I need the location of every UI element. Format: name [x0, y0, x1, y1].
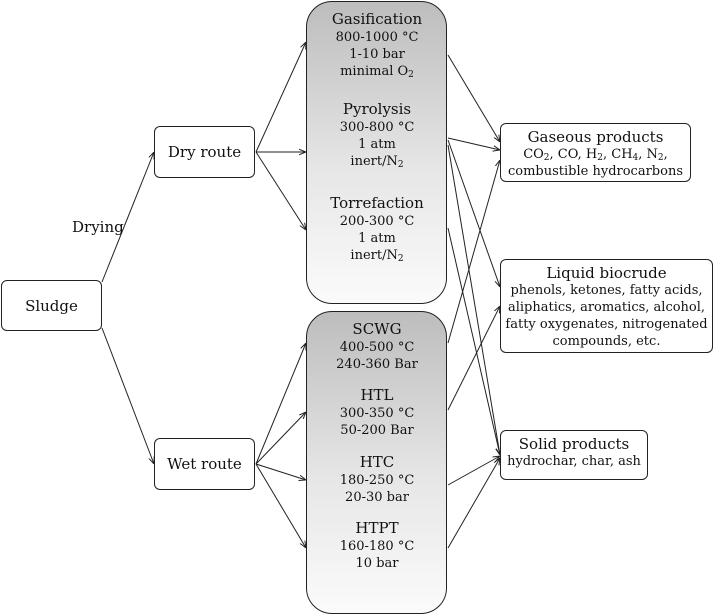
- arrow-wet-to-htpt: [255, 463, 306, 548]
- torrefaction-process: Torrefaction 200-300 °C 1 atm inert/N2: [307, 194, 447, 264]
- process-title: Gasification: [331, 10, 423, 28]
- process-temperature: 200-300 °C: [339, 214, 415, 229]
- process-title: SCWG: [352, 320, 402, 338]
- arrow-wet-to-scwg: [255, 343, 306, 465]
- drying-label: Drying: [72, 218, 124, 236]
- arrow-gasification-to-gaseous: [447, 54, 500, 142]
- liquid-biocrude-line: phenols, ketones, fatty acids,: [510, 283, 703, 298]
- arrow-sludge-to-wet-route: [101, 327, 154, 464]
- process-title: Pyrolysis: [342, 100, 412, 118]
- arrow-torrefaction-to-solid: [447, 227, 500, 455]
- dry-process-group: [306, 1, 447, 304]
- process-title: HTL: [360, 386, 394, 404]
- liquid-biocrude-line: fatty oxygenates, nitrogenated: [505, 317, 708, 332]
- process-atmosphere: inert/N2: [350, 154, 404, 170]
- arrow-pyrolysis-to-gaseous: [447, 137, 500, 150]
- process-title: HTC: [359, 453, 395, 471]
- arrow-htpt-to-solid: [447, 458, 500, 549]
- scwg-process: SCWG 400-500 °C 240-360 Bar: [307, 320, 447, 373]
- solid-products-title: Solid products: [518, 435, 630, 453]
- gaseous-products-box: Gaseous products CO2, CO, H2, CH4, N2, c…: [500, 123, 691, 182]
- process-pressure: 1 atm: [358, 231, 396, 246]
- dry-route-node: Dry route: [154, 126, 255, 178]
- arrow-dry-to-gasification: [255, 42, 306, 153]
- process-pressure: 50-200 Bar: [340, 423, 414, 438]
- arrow-dry-to-torrefaction: [255, 151, 306, 230]
- pyrolysis-process: Pyrolysis 300-800 °C 1 atm inert/N2: [307, 100, 447, 170]
- wet-route-node: Wet route: [154, 438, 255, 490]
- process-temperature: 300-350 °C: [339, 406, 415, 421]
- process-title: HTPT: [355, 519, 399, 537]
- process-temperature: 800-1000 °C: [335, 30, 419, 45]
- process-temperature: 160-180 °C: [339, 539, 415, 554]
- liquid-biocrude-line: aliphatics, aromatics, alcohol,: [507, 300, 706, 315]
- process-atmosphere: minimal O2: [340, 64, 414, 80]
- process-pressure: 240-360 Bar: [336, 357, 418, 372]
- wet-route-label: Wet route: [167, 455, 242, 473]
- arrow-htl-to-liquid: [447, 306, 500, 411]
- arrow-sludge-to-dry-route: [101, 152, 154, 283]
- wet-process-group: [306, 311, 447, 614]
- arrow-wet-to-htl: [255, 412, 306, 465]
- solid-products-box: Solid products hydrochar, char, ash: [500, 430, 648, 480]
- arrow-pyrolysis-to-liquid: [447, 139, 500, 287]
- sludge-label: Sludge: [25, 296, 78, 315]
- gasification-process: Gasification 800-1000 °C 1-10 bar minima…: [307, 10, 447, 80]
- process-temperature: 400-500 °C: [339, 340, 415, 355]
- process-atmosphere: inert/N2: [350, 248, 404, 264]
- process-pressure: 1 atm: [358, 137, 396, 152]
- liquid-biocrude-line: compounds, etc.: [552, 334, 661, 349]
- arrow-wet-to-htc: [255, 463, 306, 480]
- htl-process: HTL 300-350 °C 50-200 Bar: [307, 386, 447, 439]
- htc-process: HTC 180-250 °C 20-30 bar: [307, 453, 447, 506]
- process-temperature: 300-800 °C: [339, 120, 415, 135]
- arrow-pyrolysis-to-solid: [447, 144, 500, 455]
- gaseous-products-hydrocarbons: combustible hydrocarbons: [507, 164, 683, 179]
- liquid-biocrude-box: Liquid biocrude phenols, ketones, fatty …: [500, 259, 713, 353]
- process-temperature: 180-250 °C: [339, 473, 415, 488]
- arrow-htc-to-solid: [447, 456, 500, 486]
- htpt-process: HTPT 160-180 °C 10 bar: [307, 519, 447, 572]
- dry-route-label: Dry route: [167, 143, 242, 161]
- gaseous-products-formulas: CO2, CO, H2, CH4, N2,: [523, 147, 668, 163]
- sludge-node: Sludge: [1, 280, 102, 331]
- process-pressure: 20-30 bar: [345, 490, 409, 505]
- process-title: Torrefaction: [330, 194, 424, 212]
- process-pressure: 1-10 bar: [349, 47, 405, 62]
- process-pressure: 10 bar: [355, 556, 399, 571]
- liquid-biocrude-title: Liquid biocrude: [546, 264, 667, 282]
- gaseous-products-title: Gaseous products: [527, 128, 664, 146]
- arrow-scwg-to-gaseous: [447, 160, 500, 344]
- solid-products-description: hydrochar, char, ash: [507, 454, 641, 469]
